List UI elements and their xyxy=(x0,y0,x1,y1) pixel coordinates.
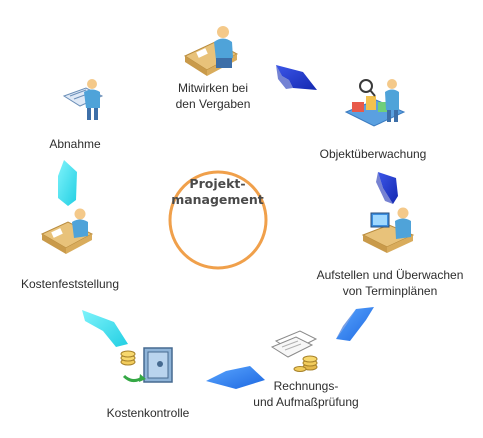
arrow-right-upper xyxy=(376,172,398,204)
center-ring xyxy=(168,170,268,270)
step-label-kostenkontrolle: Kostenkontrolle xyxy=(106,406,190,420)
arrow-left-lower xyxy=(82,310,128,347)
safe-with-coins-icon xyxy=(120,347,173,383)
desk-worker-icon xyxy=(183,26,239,76)
computer-desk-worker-icon xyxy=(361,207,415,253)
documents-and-coins-icon xyxy=(270,330,318,372)
desk-worker-icon xyxy=(40,208,94,254)
step-label-objektueberwachung: Objektüberwachung xyxy=(319,147,427,161)
center-title: Projekt- management xyxy=(171,176,264,207)
step-label-abnahme: Abnahme xyxy=(49,137,101,151)
inspector-with-magnifier-icon xyxy=(344,79,406,127)
arrow-top-right xyxy=(276,65,317,90)
step-label-vergaben: Mitwirken bei den Vergaben xyxy=(175,81,251,111)
step-label-rechnungspruefung: Rechnungs- und Aufmaßprüfung xyxy=(253,379,359,409)
arrow-bottom xyxy=(206,366,265,389)
arrow-right-lower xyxy=(336,307,374,341)
step-label-kostenfeststellung: Kostenfeststellung xyxy=(20,277,120,291)
person-reading-plan-icon xyxy=(62,79,104,120)
arrow-left-upper xyxy=(58,160,77,206)
step-label-terminplaene: Aufstellen und Überwachen von Terminplän… xyxy=(316,268,464,298)
